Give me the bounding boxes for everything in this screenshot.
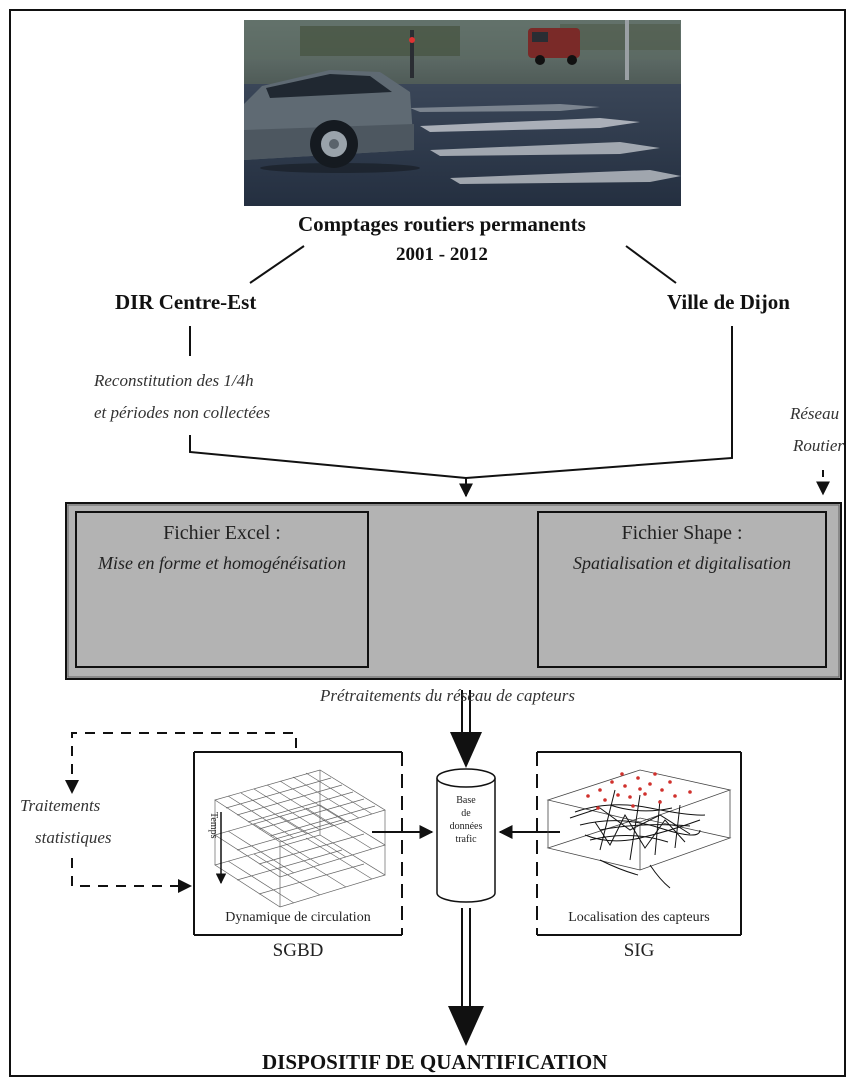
connector-right <box>625 245 677 284</box>
sensor-points <box>586 772 692 810</box>
excel-subtitle: Mise en forme et homogénéisation <box>98 553 346 573</box>
shape-subtitle: Spatialisation et digitalisation <box>572 553 791 573</box>
traitements-line1: Traitements <box>20 796 101 815</box>
reconstitution-line2: et périodes non collectées <box>94 403 271 422</box>
source-right: Ville de Dijon <box>667 290 790 314</box>
sig-panel <box>536 751 742 936</box>
sig-layers <box>546 769 732 871</box>
sgbd-panel <box>193 751 403 936</box>
shape-title: Fichier Shape : <box>621 522 743 544</box>
header-title: Comptages routiers permanents <box>298 212 586 236</box>
footer-title: DISPOSITIF DE QUANTIFICATION <box>262 1050 608 1074</box>
space-time-grid <box>214 769 386 908</box>
flow-right <box>465 326 733 479</box>
database-label: Base de données trafic <box>437 794 495 846</box>
flow-left-bottom <box>189 435 467 479</box>
pretraitements-label: Prétraitements du réseau de capteurs <box>320 686 575 705</box>
sig-system-label: SIG <box>623 940 655 961</box>
pretraitement-band <box>65 502 842 680</box>
time-axis-label: Temps <box>208 812 219 839</box>
database-line2: de <box>461 808 471 819</box>
connector-left <box>249 245 305 284</box>
sgbd-system-label: SGBD <box>272 940 324 961</box>
arrow-to-database <box>450 690 482 768</box>
statistics-loop <box>65 732 297 893</box>
traitements-line2: statistiques <box>35 828 112 847</box>
traffic-photo <box>244 20 681 206</box>
header-years: 2001 - 2012 <box>396 244 488 265</box>
database-line1: Base <box>456 795 476 806</box>
reseau-line1: Réseau <box>790 404 840 423</box>
database-line4: trafic <box>455 834 477 845</box>
sgbd-caption: Dynamique de circulation <box>225 910 371 925</box>
shape-box <box>537 511 827 668</box>
outer-frame <box>9 9 846 1077</box>
reseau-line2: Routier <box>793 436 844 455</box>
excel-box <box>75 511 369 668</box>
source-left: DIR Centre-Est <box>115 290 257 314</box>
database-line3: données <box>449 821 483 832</box>
excel-title: Fichier Excel : <box>163 522 281 544</box>
road-network <box>569 789 706 889</box>
database-cylinder <box>436 768 496 903</box>
reconstitution-line1: Reconstitution des 1/4h <box>94 371 254 390</box>
sig-caption: Localisation des capteurs <box>568 910 710 925</box>
arrow-to-output <box>448 908 484 1046</box>
